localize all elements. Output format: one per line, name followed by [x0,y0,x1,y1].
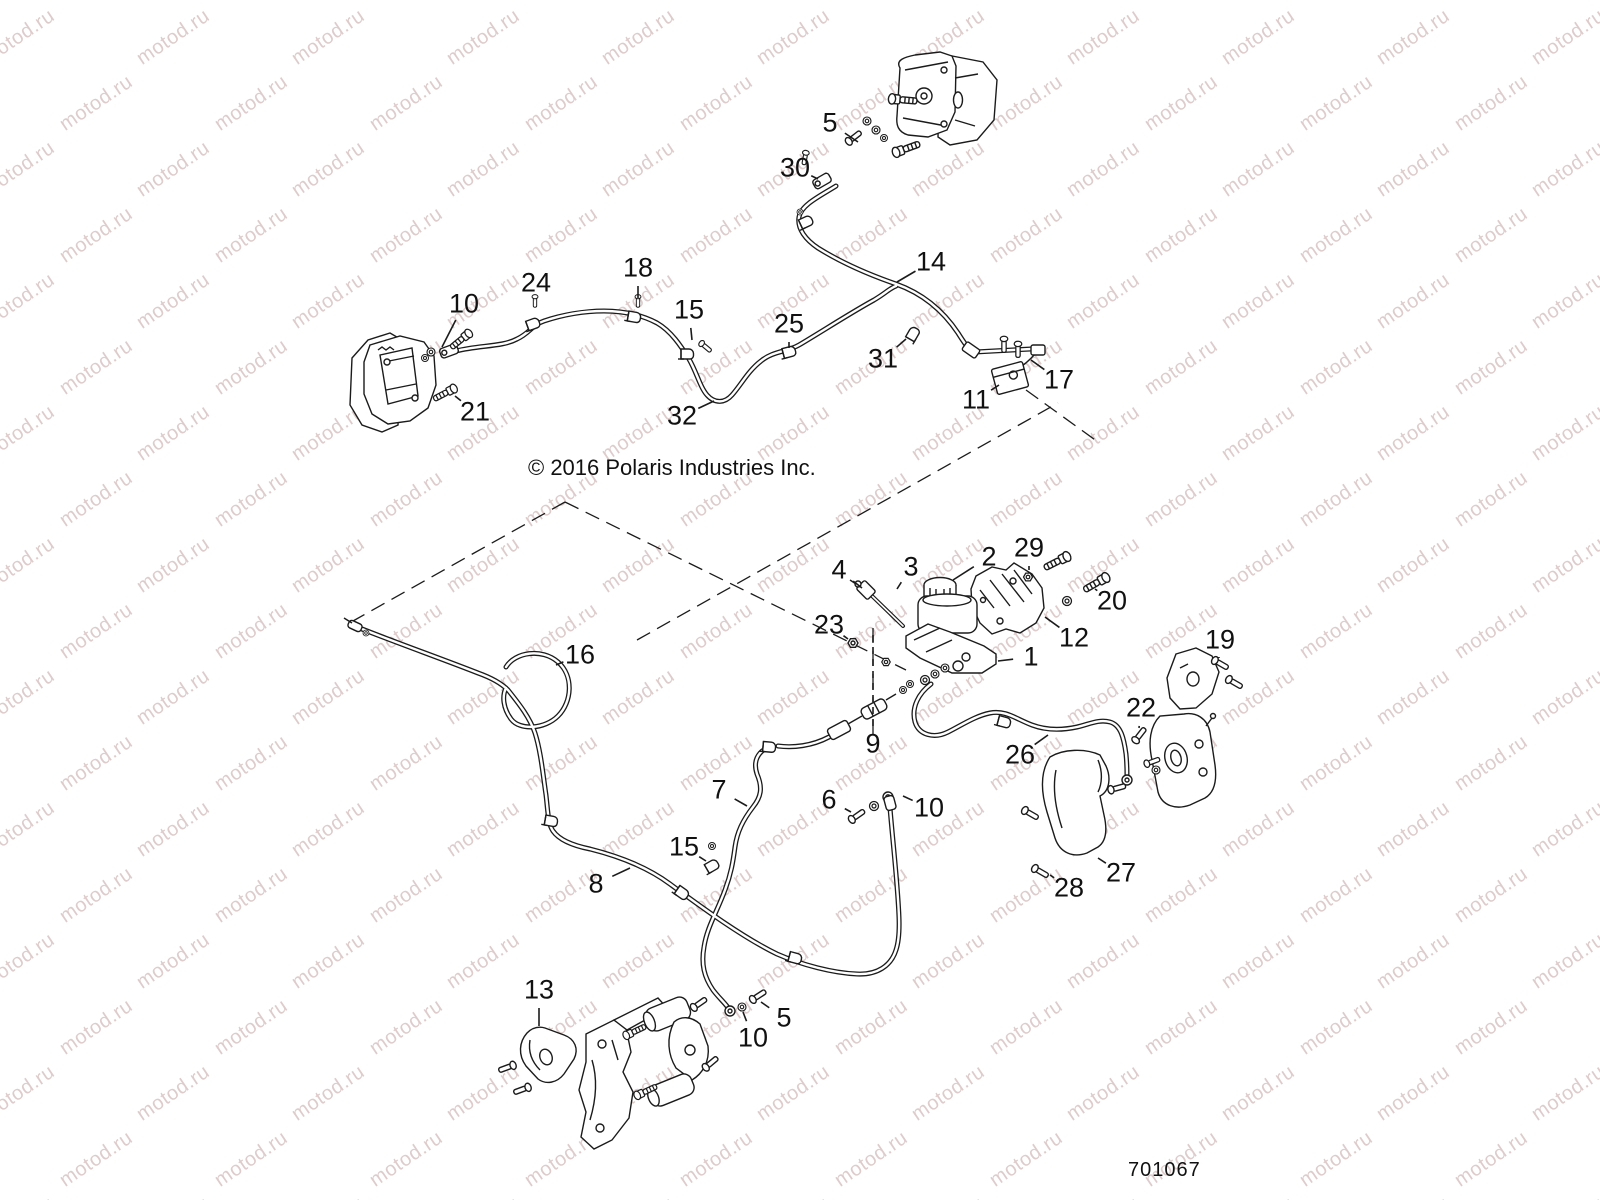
leader-line [454,395,462,402]
callout-16: 16 [564,639,596,670]
brake-lines [359,183,1130,1012]
caliper-top-right [795,51,998,232]
caliper-right [1019,647,1245,881]
callout-8: 8 [588,868,604,899]
caliper-top-left [349,327,475,433]
leader-line [1030,359,1045,371]
callout-14: 14 [915,246,947,277]
leader-line [896,338,907,348]
callout-10: 10 [913,792,945,823]
leader-line [990,384,1000,391]
callout-31: 31 [867,343,899,374]
callout-9: 9 [865,728,881,759]
callout-18: 18 [622,252,654,283]
callout-5: 5 [776,1002,792,1033]
callout-30: 30 [779,152,811,183]
callout-28: 28 [1053,872,1085,903]
callout-7: 7 [711,774,727,805]
callout-15: 15 [673,294,705,325]
leader-line [1094,588,1098,592]
master-cylinder [847,549,1113,686]
diagram-code: 701067 [1128,1159,1201,1181]
leader-line [810,175,819,180]
callout-17: 17 [1043,364,1075,395]
hose-connector-9 [758,680,914,754]
leader-line [698,855,707,862]
callout-10: 10 [448,288,480,319]
leader-line [843,635,849,640]
leader-line [896,270,916,283]
callout-15: 15 [668,831,700,862]
leader-line [1034,734,1049,746]
callout-10: 10 [737,1022,769,1053]
callout-2: 2 [981,541,997,572]
callout-22: 22 [1125,692,1157,723]
callout-32: 32 [666,400,698,431]
callout-24: 24 [520,267,552,298]
callout-20: 20 [1096,585,1128,616]
leader-line [555,661,564,666]
leader-line [689,327,693,341]
leader-line [697,400,715,410]
callout-26: 26 [1004,739,1036,770]
leader-line [1049,874,1055,879]
leader-line [1044,616,1060,629]
callout-27: 27 [1105,857,1137,888]
leader-line [611,867,631,878]
callout-25: 25 [773,308,805,339]
callout-21: 21 [459,396,491,427]
leader-line [997,658,1014,662]
callout-12: 12 [1058,622,1090,653]
callout-3: 3 [903,551,919,582]
leader-line [844,132,859,143]
leader-line [760,1001,770,1009]
leader-line [844,807,852,813]
leader-line [441,319,457,348]
callout-5: 5 [822,107,838,138]
leader-line [1097,857,1107,864]
copyright-text: © 2016 Polaris Industries Inc. [528,455,816,480]
cable-hardware [343,617,1133,1017]
junction-fittings [522,294,1046,395]
leader-lines [441,132,1220,1026]
leader-line [896,581,903,590]
leader-line [734,798,748,807]
callout-6: 6 [821,784,837,815]
leader-line [902,795,913,802]
callout-11: 11 [961,384,991,415]
callout-23: 23 [813,609,845,640]
leader-line [952,566,975,581]
callout-1: 1 [1023,641,1039,672]
caliper-bottom [496,994,721,1150]
callout-13: 13 [523,974,555,1005]
callout-29: 29 [1013,532,1045,563]
leader-line [742,1011,748,1022]
leader-line [852,580,863,589]
callout-4: 4 [831,554,847,585]
callout-19: 19 [1204,624,1236,655]
